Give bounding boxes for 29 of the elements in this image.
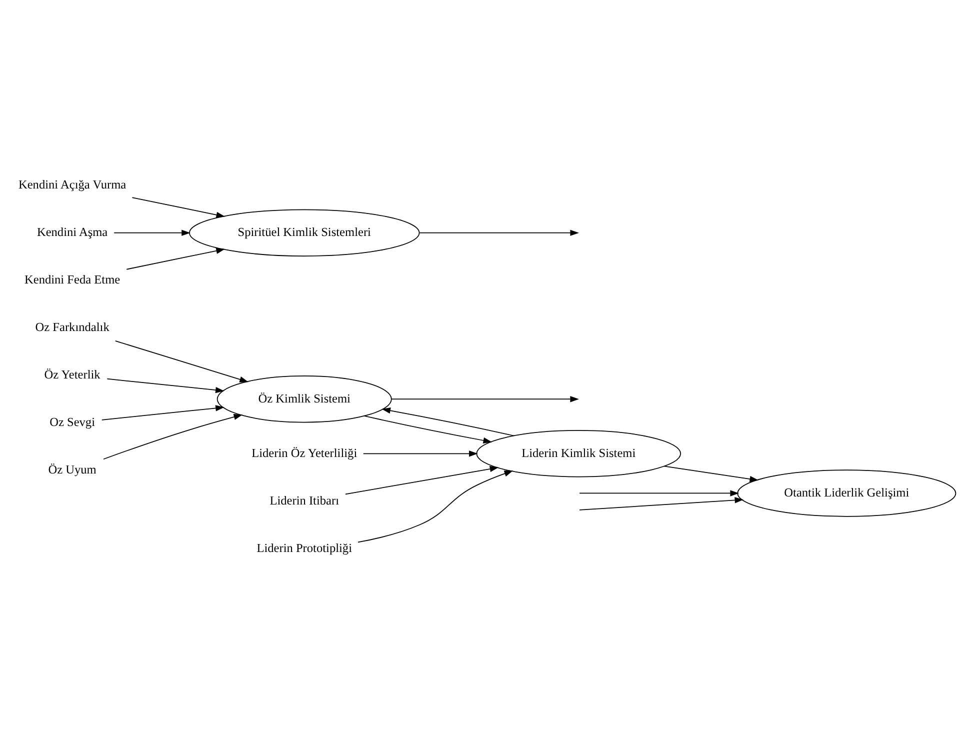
arrow (419, 229, 580, 236)
arrow (103, 413, 243, 460)
arrow (358, 470, 514, 542)
arrow (114, 229, 190, 236)
arrow (579, 496, 744, 510)
node-text: Liderin Öz Yeterliliği (252, 445, 358, 460)
node-text: Liderin Prototipliği (256, 540, 352, 554)
node-text: Kendini Aşma (36, 224, 108, 239)
node-text: Öz Uyum (48, 462, 96, 476)
arrow (664, 465, 759, 482)
arrow (114, 340, 248, 382)
node-text: Kendini Feda Etme (24, 272, 120, 286)
node-ellipse: Otantik Liderlik Gelişimi (737, 469, 956, 516)
arrow (345, 465, 499, 494)
node-text: Öz Yeterlik (44, 367, 100, 382)
node-ellipse: Spiritüel Kimlik Sistemleri (189, 208, 420, 256)
node-text: Liderin Itibarı (270, 492, 340, 507)
node-text: Kendini Açığa Vurma (18, 177, 126, 192)
arrow (126, 247, 225, 270)
arrow (106, 378, 224, 393)
arrow (364, 415, 492, 443)
arrow (101, 404, 224, 420)
arrow (382, 407, 515, 436)
node-text: Oz Sevgi (50, 414, 96, 429)
arrow (391, 396, 579, 402)
arrow (362, 450, 478, 456)
arrow (579, 490, 740, 496)
arrow (132, 196, 226, 218)
node-text: Oz Farkındalık (35, 320, 110, 334)
